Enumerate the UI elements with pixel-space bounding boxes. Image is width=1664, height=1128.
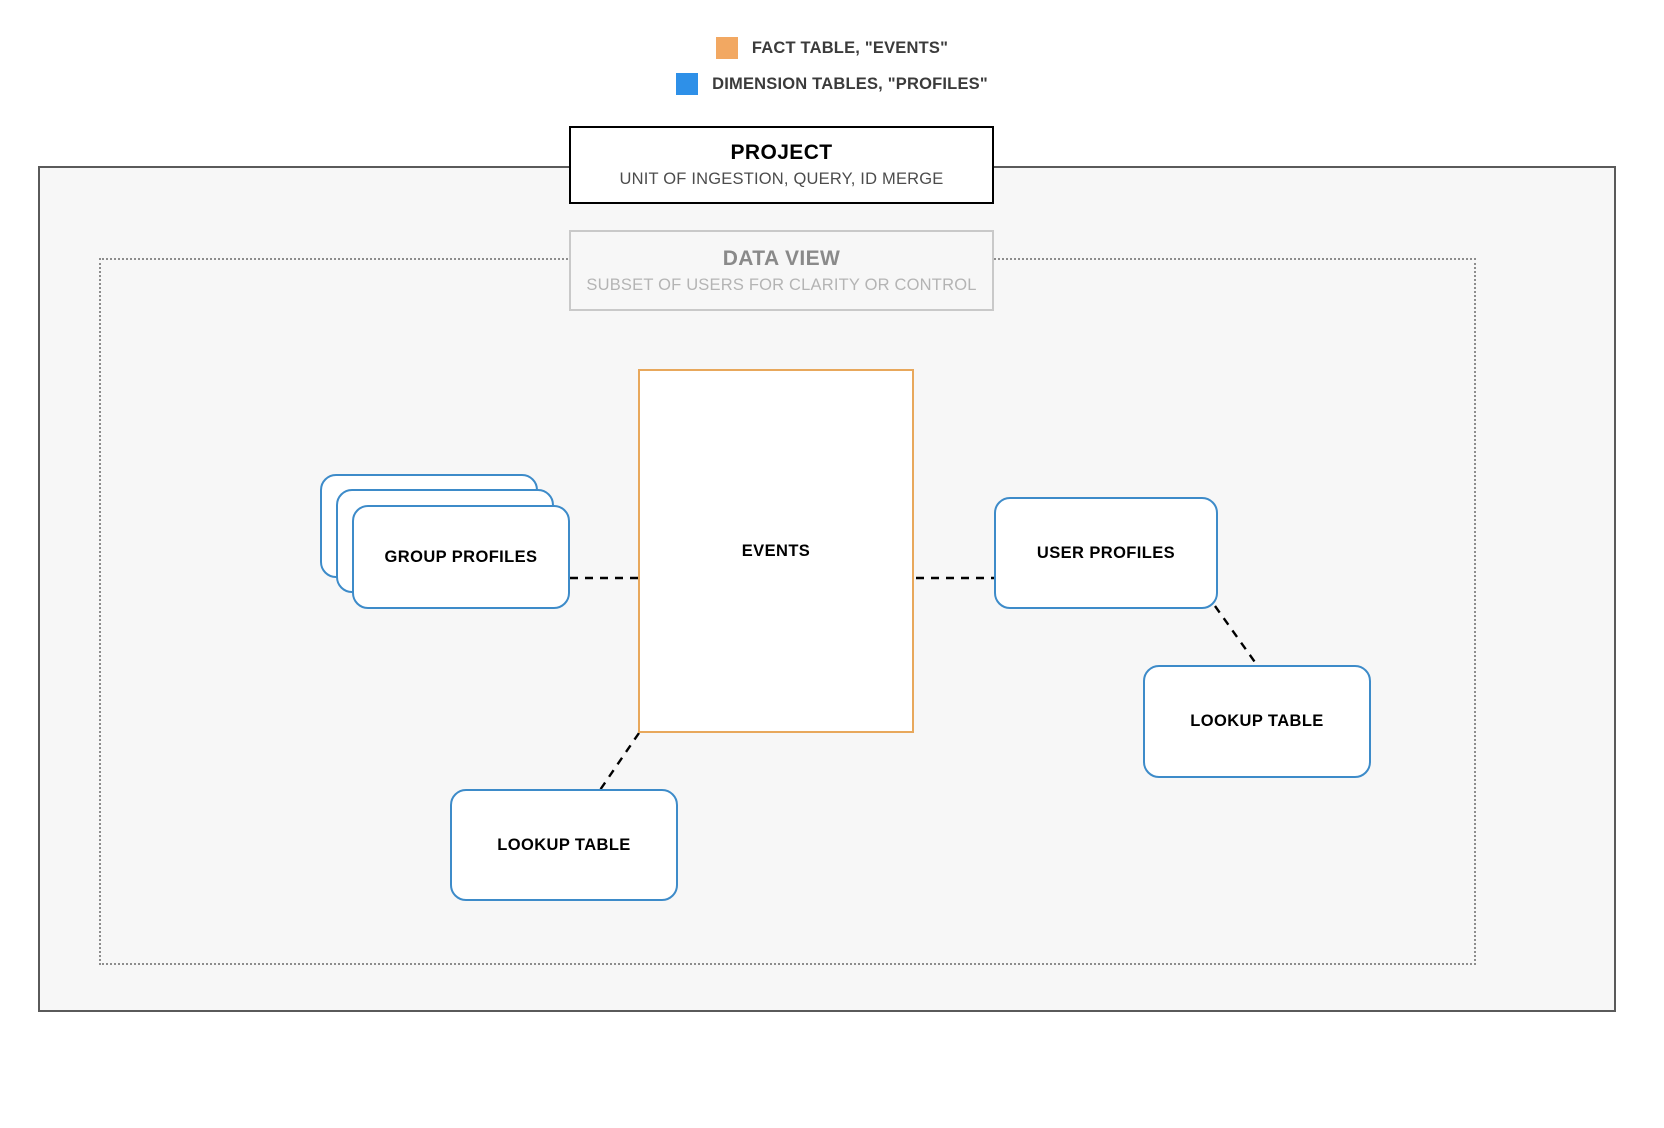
fact-table-events: EVENTS xyxy=(638,369,914,733)
dimension-table-lookup-table-left: LOOKUP TABLE xyxy=(450,789,678,901)
data-view-subtitle: SUBSET OF USERS FOR CLARITY OR CONTROL xyxy=(586,275,977,294)
legend-label-fact-table: FACT TABLE, "EVENTS" xyxy=(751,38,949,57)
dimension-table-lookup-table-right: LOOKUP TABLE xyxy=(1143,665,1371,778)
blue-square-swatch xyxy=(676,73,699,95)
group-profiles-label: GROUP PROFILES xyxy=(384,547,538,566)
project-title: PROJECT xyxy=(730,141,833,164)
legend-item-fact-table: FACT TABLE, "EVENTS" xyxy=(0,30,1664,66)
project-subtitle: UNIT OF INGESTION, QUERY, ID MERGE xyxy=(619,170,944,188)
legend-label-dimension-tables: DIMENSION TABLES, "PROFILES" xyxy=(712,74,988,93)
fact-table-events-label: EVENTS xyxy=(741,541,811,560)
orange-square-swatch xyxy=(715,37,738,59)
legend-item-dimension-tables: DIMENSION TABLES, "PROFILES" xyxy=(0,66,1664,102)
user-profiles-label: USER PROFILES xyxy=(1036,543,1176,562)
data-view-header-box: DATA VIEW SUBSET OF USERS FOR CLARITY OR… xyxy=(569,230,994,311)
legend: FACT TABLE, "EVENTS" DIMENSION TABLES, "… xyxy=(0,30,1664,102)
lookup-table-left-label: LOOKUP TABLE xyxy=(497,835,631,854)
project-header-box: PROJECT UNIT OF INGESTION, QUERY, ID MER… xyxy=(569,126,994,204)
dimension-table-user-profiles: USER PROFILES xyxy=(994,497,1218,609)
group-profiles-card-front: GROUP PROFILES xyxy=(352,505,570,609)
dimension-table-group-profiles: GROUP PROFILES xyxy=(320,474,570,609)
data-view-title: DATA VIEW xyxy=(722,246,841,270)
lookup-table-right-label: LOOKUP TABLE xyxy=(1190,712,1324,730)
